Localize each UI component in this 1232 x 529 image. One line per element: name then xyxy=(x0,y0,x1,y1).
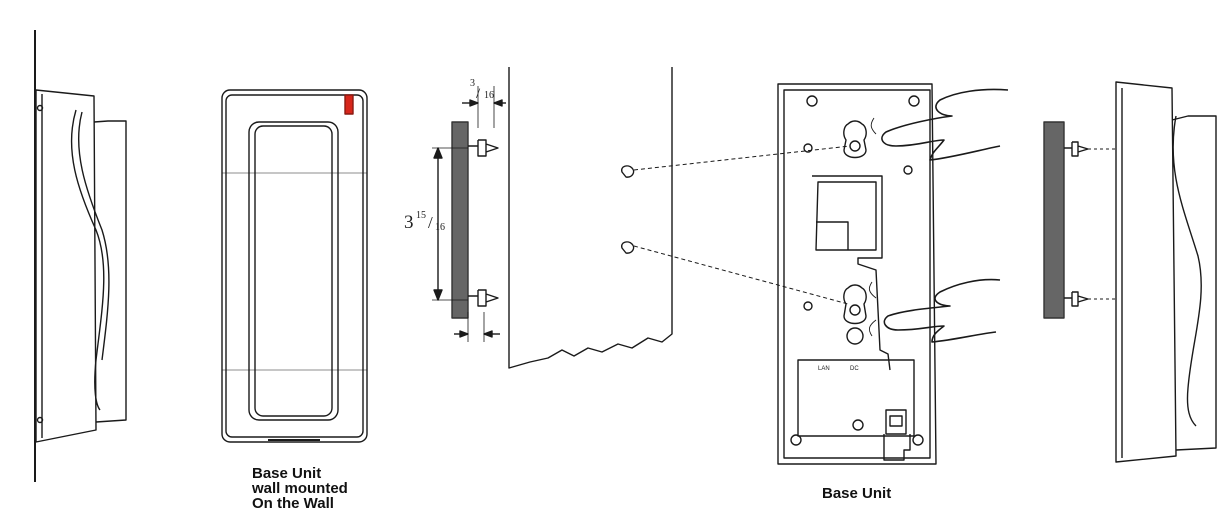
side-view-mounted xyxy=(34,30,127,482)
hand-upper xyxy=(881,88,1009,161)
handset-side xyxy=(1171,115,1217,451)
handset-side xyxy=(93,120,127,423)
front-view-mounted xyxy=(221,89,368,443)
mounting-bracket xyxy=(1043,121,1065,319)
dim-spacing-denominator: 16 xyxy=(435,222,445,233)
jack-icon xyxy=(885,409,907,435)
caption-base-unit: Base Unit xyxy=(822,485,892,502)
screw-icon xyxy=(1064,291,1089,307)
base-front-outline xyxy=(221,89,368,443)
side-view-exploded xyxy=(1043,81,1217,463)
wall-screw-icon xyxy=(620,165,635,178)
alignment-guides xyxy=(620,145,851,305)
dim-spacing-slash: / xyxy=(428,213,433,232)
base-back-outline xyxy=(777,83,937,465)
caption-line: Base Unit xyxy=(252,465,322,482)
dim-spacing-numerator: 15 xyxy=(416,210,426,221)
status-led-indicator xyxy=(344,94,354,115)
dim-depth-denominator: 16 xyxy=(484,90,494,101)
dim-depth-slash: / xyxy=(476,86,481,102)
caption-wall-mounted: Base Unit wall mounted On the Wall xyxy=(252,466,348,511)
dim-spacing-whole: 3 xyxy=(404,212,414,233)
back-view-install xyxy=(777,83,1009,465)
port-label-dc: DC xyxy=(850,366,859,372)
wall-section xyxy=(508,67,673,369)
screw-head-icon xyxy=(36,104,44,112)
screw-head-icon xyxy=(908,95,920,107)
wall-screw-icon xyxy=(620,241,635,254)
dimension-view xyxy=(432,67,673,369)
base-body-side xyxy=(1115,81,1177,463)
dim-depth-numerator: 3 xyxy=(470,78,475,89)
mounting-bracket xyxy=(451,121,469,319)
screw-icon xyxy=(468,289,499,307)
caption-line: On the Wall xyxy=(252,495,334,512)
screw-head-icon xyxy=(912,434,924,446)
screw-head-icon xyxy=(36,416,44,424)
base-body-side xyxy=(35,89,97,443)
keyhole-slot xyxy=(843,284,867,325)
dimension-labels: 3 / 16 3 15 / 16 LAN DC xyxy=(404,78,859,372)
screw-head-icon xyxy=(806,95,818,107)
screw-icon xyxy=(1064,141,1089,157)
connector-panel xyxy=(797,359,915,437)
screw-head-icon xyxy=(790,434,802,446)
hand-lower xyxy=(883,278,1001,343)
keyhole-slot xyxy=(843,120,867,159)
caption-line: wall mounted xyxy=(252,480,348,497)
port-label-lan: LAN xyxy=(818,366,830,372)
handset-front xyxy=(248,121,339,421)
screw-icon xyxy=(468,139,499,157)
